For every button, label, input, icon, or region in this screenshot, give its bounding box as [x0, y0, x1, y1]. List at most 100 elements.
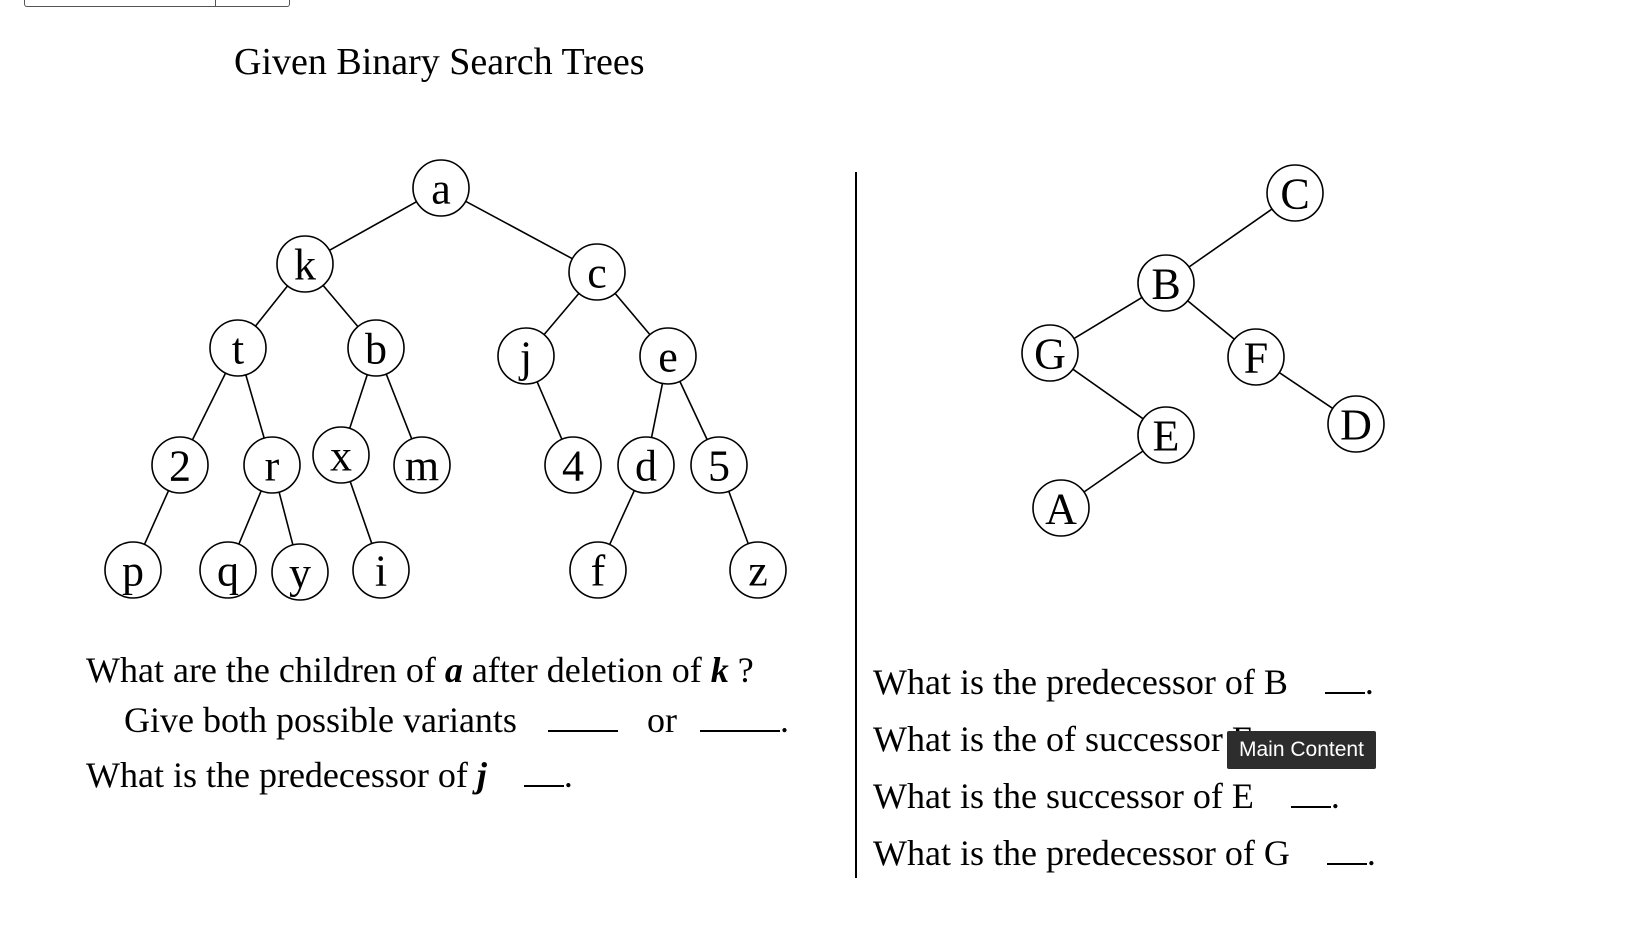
node-circle: [544, 436, 602, 494]
node-label: B: [1151, 260, 1180, 309]
tree-node-d: D: [1327, 395, 1385, 453]
tree-edge: [238, 490, 262, 545]
question-variants: Give both possible variants or .: [124, 700, 789, 740]
tree-node-k: k: [276, 235, 334, 293]
tree-node-r: r: [243, 436, 301, 494]
tree-node-e: E: [1137, 406, 1195, 464]
answer-blank[interactable]: [523, 759, 564, 787]
node-label: d: [635, 442, 657, 491]
node-circle: [199, 541, 257, 599]
tree-node-q: q: [199, 541, 257, 599]
column-divider: [855, 172, 857, 878]
tree-node-p: p: [104, 541, 162, 599]
question-predecessor-g: What is the predecessor of G .: [873, 833, 1376, 873]
node-label: C: [1280, 170, 1309, 219]
node-circle: [1137, 254, 1195, 312]
node-label: j: [518, 333, 532, 382]
page-title: Given Binary Search Trees: [234, 41, 645, 83]
node-label: 4: [562, 442, 584, 491]
node-circle: [243, 436, 301, 494]
node-circle: [1137, 406, 1195, 464]
node-label: p: [122, 547, 144, 596]
node-circle: [271, 543, 329, 601]
tree-edge: [245, 374, 265, 439]
answer-blank[interactable]: [699, 704, 780, 732]
tree-edge: [348, 374, 369, 429]
node-circle: [312, 426, 370, 484]
node-circle: [569, 541, 627, 599]
node-circle: [1021, 324, 1079, 382]
tree-edge: [1278, 371, 1334, 410]
tree-node-i: i: [352, 541, 410, 599]
tree-edge: [278, 491, 294, 546]
question-children-after-deletion: What are the children of a after deletio…: [86, 650, 754, 690]
tree-node-n5: 5: [690, 436, 748, 494]
node-label: y: [289, 549, 311, 598]
tree-edge: [727, 490, 750, 545]
node-circle: [617, 436, 675, 494]
node-label: F: [1244, 334, 1268, 383]
node-label: 2: [169, 442, 191, 491]
tree-edge: [254, 285, 289, 327]
node-circle: [690, 436, 748, 494]
node-label: 5: [708, 442, 730, 491]
tree-edge: [465, 200, 573, 260]
node-circle: [1327, 395, 1385, 453]
node-circle: [639, 327, 697, 385]
node-label: i: [375, 547, 387, 596]
node-circle: [352, 541, 410, 599]
node-label: E: [1153, 412, 1180, 461]
tree-node-d: d: [617, 436, 675, 494]
node-label: b: [365, 325, 387, 374]
node-label: m: [405, 442, 439, 491]
tree-node-z: z: [729, 541, 787, 599]
answer-blank[interactable]: [547, 704, 618, 732]
tree-node-c: C: [1266, 164, 1324, 222]
node-circle: [1032, 479, 1090, 537]
tree-node-f: F: [1227, 328, 1285, 386]
answer-blank[interactable]: [1326, 837, 1367, 865]
tree-edge: [543, 292, 580, 336]
node-label: q: [217, 547, 239, 596]
tree-edge: [322, 284, 359, 328]
node-label: G: [1034, 330, 1066, 379]
tree-node-f: f: [569, 541, 627, 599]
top-bar-fragment: [24, 0, 290, 7]
tree-edge: [1073, 296, 1143, 340]
node-circle: [729, 541, 787, 599]
tree-node-g: G: [1021, 324, 1079, 382]
node-circle: [1266, 164, 1324, 222]
question-successor-e: What is the successor of E .: [873, 776, 1340, 816]
tree-node-n4: 4: [544, 436, 602, 494]
tree-edge: [650, 383, 664, 438]
answer-blank[interactable]: [1324, 666, 1365, 694]
tree-edge: [349, 481, 373, 544]
node-circle: [497, 327, 555, 385]
node-circle: [568, 243, 626, 301]
answer-blank[interactable]: [1290, 780, 1331, 808]
node-label: f: [591, 547, 606, 596]
node-label: x: [330, 432, 352, 481]
node-label: e: [658, 333, 678, 382]
node-circle: [209, 319, 267, 377]
tree-edge: [1187, 300, 1235, 340]
node-circle: [151, 436, 209, 494]
tree-node-t: t: [209, 319, 267, 377]
node-label: A: [1045, 485, 1077, 534]
question-predecessor-b: What is the predecessor of B .: [873, 662, 1374, 702]
node-label: k: [294, 241, 316, 290]
node-label: r: [265, 442, 280, 491]
node-circle: [276, 235, 334, 293]
tree-node-j: j: [497, 327, 555, 385]
tree-node-c: c: [568, 243, 626, 301]
tree-edge: [329, 200, 417, 252]
tree-node-a: a: [412, 159, 470, 217]
tree-edge: [679, 381, 708, 440]
node-label: z: [748, 547, 768, 596]
tree-node-b: B: [1137, 254, 1195, 312]
tree-edge: [143, 490, 170, 545]
node-circle: [393, 436, 451, 494]
node-circle: [412, 159, 470, 217]
node-label: a: [431, 165, 451, 214]
